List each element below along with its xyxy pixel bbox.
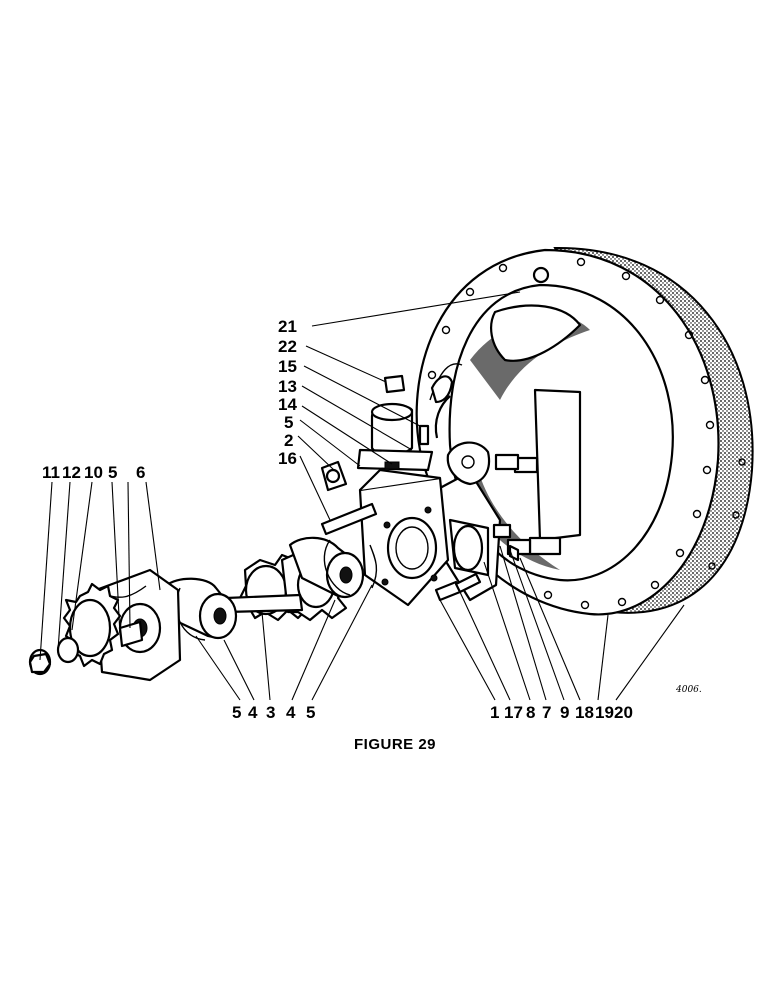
- callout-10: 10: [84, 463, 103, 482]
- callout-6: 6: [136, 463, 145, 482]
- callout-5-left: 5: [108, 463, 117, 482]
- callout-20: 20: [614, 703, 633, 722]
- callout-5-upper: 5: [284, 413, 293, 432]
- bolts: [320, 502, 520, 602]
- callout-14: 14: [278, 395, 297, 414]
- callout-12: 12: [62, 463, 81, 482]
- pump-body: [358, 468, 490, 607]
- callout-15: 15: [278, 357, 297, 376]
- callout-19: 19: [595, 703, 614, 722]
- callout-group-upper-left: 21 22 15 13 14 5 2 16: [278, 317, 297, 468]
- callout-21: 21: [278, 317, 297, 336]
- callout-5-bottom-a: 5: [232, 703, 241, 722]
- drive-gear: [28, 582, 122, 676]
- callout-13: 13: [278, 377, 297, 396]
- leader-lines: [39, 291, 685, 701]
- pump-cover: [94, 568, 182, 682]
- callout-4-bottom-b: 4: [286, 703, 296, 722]
- relief-valve-assembly: [320, 374, 454, 492]
- drawing-reference-number: 4006.: [675, 685, 702, 695]
- callout-group-bottom-right: 1 17 8 7 9 18 19 20: [490, 703, 633, 722]
- housing-bolt-holes: [427, 257, 746, 610]
- callout-group-left-top: 11 12 10 5 6: [42, 463, 145, 482]
- callout-3: 3: [266, 703, 275, 722]
- figure-caption: FIGURE 29: [354, 736, 436, 753]
- bearing-bushes: [164, 536, 378, 641]
- callout-4-bottom-a: 4: [248, 703, 258, 722]
- callout-16: 16: [278, 449, 297, 468]
- callout-8: 8: [526, 703, 535, 722]
- callout-22: 22: [278, 337, 297, 356]
- callout-1: 1: [490, 703, 499, 722]
- callout-18: 18: [575, 703, 594, 722]
- callout-5-bottom-b: 5: [306, 703, 315, 722]
- callout-17: 17: [504, 703, 523, 722]
- callout-7: 7: [542, 703, 551, 722]
- callout-11: 11: [42, 463, 60, 482]
- callout-9: 9: [560, 703, 569, 722]
- callout-2: 2: [284, 431, 293, 450]
- callout-group-bottom-left: 5 4 3 4 5: [232, 703, 315, 722]
- flywheel-housing: [415, 246, 754, 616]
